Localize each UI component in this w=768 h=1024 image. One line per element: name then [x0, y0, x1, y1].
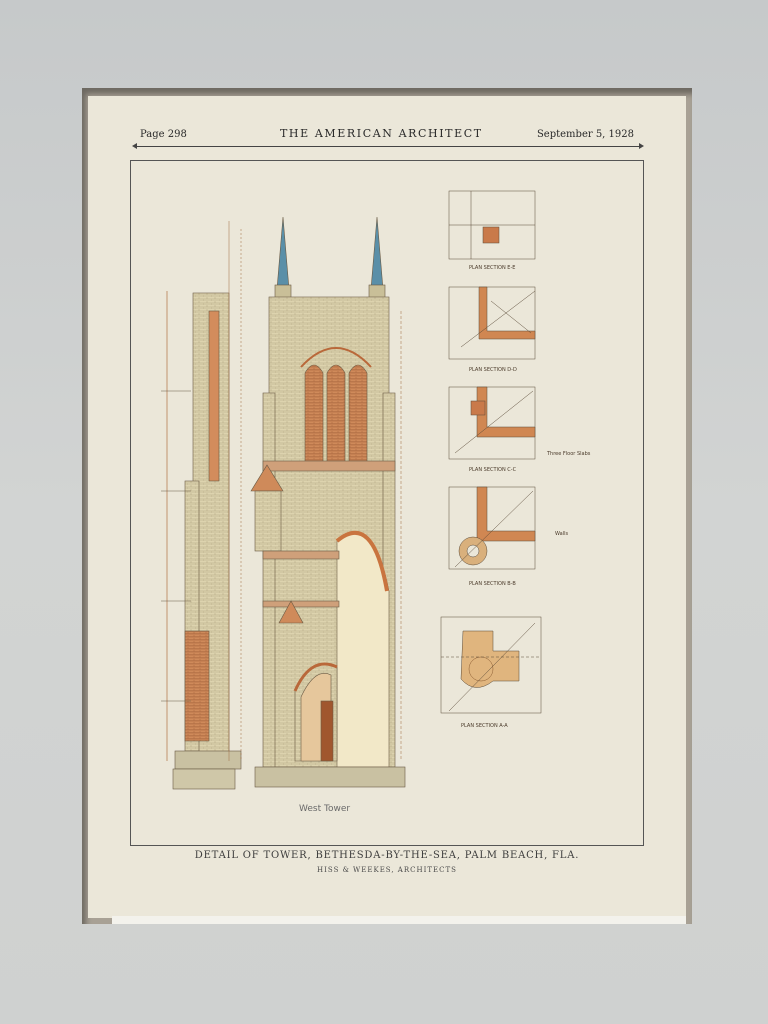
note-walls: Walls	[555, 531, 568, 537]
label-section-a: PLAN SECTION A-A	[461, 723, 508, 729]
front-elevation	[172, 216, 406, 790]
section-labels: PLAN SECTION E-E PLAN SECTION D-D PLAN S…	[461, 265, 591, 729]
header-rule	[132, 143, 644, 149]
drawing-plate: PLAN SECTION E-E PLAN SECTION D-D PLAN S…	[130, 160, 644, 846]
label-section-c: PLAN SECTION C-C	[469, 467, 517, 473]
plate-caption: DETAIL OF TOWER, BETHESDA-BY-THE-SEA, PA…	[194, 850, 580, 861]
label-section-e: PLAN SECTION E-E	[469, 265, 515, 271]
architects-credit: HISS & WEEKES, ARCHITECTS	[317, 866, 457, 874]
issue-date: September 5, 1928	[536, 129, 634, 140]
plan-sections	[440, 190, 542, 714]
elevation-label: West Tower	[299, 804, 350, 814]
magazine-title: THE AMERICAN ARCHITECT	[280, 127, 483, 140]
tower-drawing: PLAN SECTION E-E PLAN SECTION D-D PLAN S…	[161, 190, 591, 814]
label-section-d: PLAN SECTION D-D	[469, 367, 517, 373]
note-floor-slabs: Three Floor Slabs	[546, 451, 591, 457]
side-elevation	[161, 291, 242, 770]
page-number: Page 298	[140, 129, 187, 140]
print-page: Page 298 THE AMERICAN ARCHITECT Septembe…	[88, 96, 686, 918]
page-header: Page 298 THE AMERICAN ARCHITECT Septembe…	[130, 126, 642, 146]
label-section-b: PLAN SECTION B-B	[469, 581, 516, 587]
mat-bevel-edge	[112, 916, 686, 924]
